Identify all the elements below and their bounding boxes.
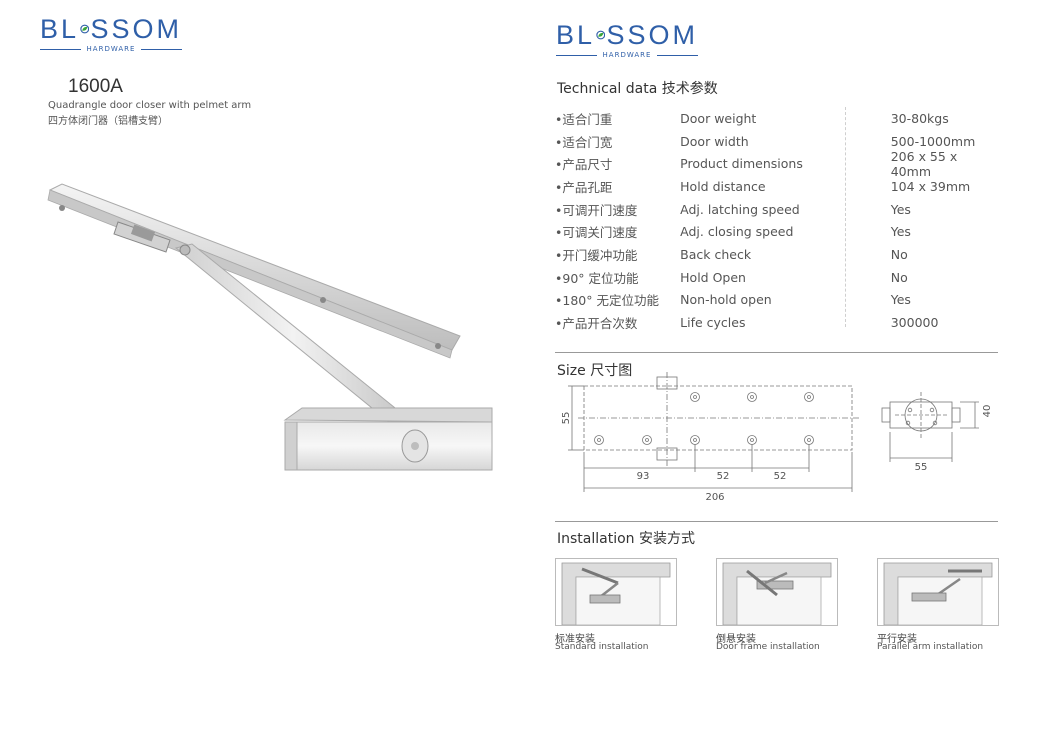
installation-title: Installation 安装方式 (557, 531, 695, 547)
spec-value: 206 x 55 x 40mm (890, 148, 958, 179)
brand-wordmark: BL SSOM (556, 20, 698, 50)
brand-sub: HARDWARE (86, 45, 136, 53)
brand-logo-left: BL SSOM HARDWARE (40, 14, 183, 53)
spec-cn: •适合门宽 (555, 134, 613, 150)
spec-row: •适合门重 Door weight 30-80kgs (555, 107, 1000, 130)
spec-en: Door width (680, 133, 749, 149)
leaf-o-icon (596, 30, 606, 40)
spec-value: No (890, 246, 908, 262)
installation-image-standard (555, 558, 677, 626)
spec-row: •产品开合次数 Life cycles 300000 (555, 311, 1000, 334)
dim-side-40: 40 (982, 405, 993, 418)
dim-52b: 52 (774, 471, 787, 482)
product-desc-en: Quadrangle door closer with pelmet arm (48, 100, 252, 111)
brand-name-right: SSOM (606, 20, 698, 50)
spec-cn: •产品尺寸 (555, 157, 613, 173)
dim-52a: 52 (717, 471, 730, 482)
spec-cn: •可调关门速度 (555, 225, 638, 241)
brand-name-left: BL (556, 20, 596, 50)
section-divider (555, 521, 998, 522)
brand-sub: HARDWARE (602, 51, 652, 59)
spec-en: Door weight (680, 110, 757, 126)
spec-value: 104 x 39mm (890, 178, 971, 194)
installation-image-door-frame (716, 558, 838, 626)
spec-value: Yes (890, 224, 911, 240)
spec-en: Life cycles (680, 315, 746, 331)
installation-label-cn: 平行安装 (877, 634, 917, 645)
installation-image-parallel (877, 558, 999, 626)
product-model: 1600A (68, 76, 123, 97)
spec-en: Product dimensions (680, 156, 803, 172)
spec-value: 30-80kgs (890, 110, 949, 126)
spec-en: Hold Open (680, 269, 746, 285)
brand-name-left: BL (40, 14, 80, 44)
spec-en: Non-hold open (680, 292, 772, 308)
spec-cn: •90° 定位功能 (555, 270, 639, 286)
installation-label-cn: 标准安装 (555, 634, 595, 645)
spec-value: No (890, 269, 908, 285)
installation-label-en: Parallel arm installation (877, 642, 984, 652)
spec-divider (845, 107, 846, 327)
spec-en: Adj. closing speed (680, 224, 794, 240)
spec-row: •180° 无定位功能 Non-hold open Yes (555, 289, 1000, 312)
spec-cn: •产品开合次数 (555, 316, 638, 332)
brand-logo-right: BL SSOM HARDWARE (556, 20, 699, 59)
spec-cn: •适合门重 (555, 111, 613, 127)
brand-name-right: SSOM (90, 14, 182, 44)
size-drawing: 55 93 52 52 206 40 55 (561, 372, 993, 503)
spec-row: •产品孔距 Hold distance 104 x 39mm (555, 175, 1000, 198)
spec-table: •适合门重 Door weight 30-80kgs •适合门宽 Door width… (555, 107, 1000, 334)
dim-206: 206 (705, 492, 724, 503)
spec-en: Hold distance (680, 178, 766, 194)
spec-cn: •产品孔距 (555, 179, 613, 195)
brand-wordmark: BL SSOM (40, 14, 182, 44)
installation-label-en: Door frame installation (716, 642, 820, 652)
spec-row: •可调关门速度 Adj. closing speed Yes (555, 220, 1000, 243)
size-title: Size 尺寸图 (557, 363, 633, 379)
spec-row: •适合门宽 Door width 500-1000mm (555, 130, 1000, 153)
leaf-o-icon (80, 24, 90, 34)
spec-value: Yes (890, 292, 911, 308)
dim-height-55: 55 (561, 412, 572, 425)
dim-93: 93 (637, 471, 650, 482)
spec-row: •90° 定位功能 Hold Open No (555, 266, 1000, 289)
product-desc-cn: 四方体闭门器（铝槽支臂） (48, 116, 168, 127)
technical-title: Technical data 技术参数 (557, 81, 718, 97)
spec-cn: •可调开门速度 (555, 202, 638, 218)
product-image (47, 183, 493, 471)
installation-label-en: Standard installation (555, 642, 649, 652)
spec-row: •开门缓冲功能 Back check No (555, 243, 1000, 266)
spec-row: •可调开门速度 Adj. latching speed Yes (555, 198, 1000, 221)
spec-value: 500-1000mm (890, 133, 976, 149)
spec-row: •产品尺寸 Product dimensions 206 x 55 x 40mm (555, 149, 1000, 179)
spec-value: 300000 (890, 315, 939, 331)
spec-value: Yes (890, 201, 911, 217)
spec-en: Adj. latching speed (680, 201, 800, 217)
spec-cn: •180° 无定位功能 (555, 293, 659, 309)
section-divider (555, 352, 998, 353)
dim-side-55: 55 (915, 462, 928, 473)
installation-label-cn: 倒悬安装 (716, 634, 756, 645)
spec-en: Back check (680, 246, 752, 262)
spec-cn: •开门缓冲功能 (555, 247, 638, 263)
